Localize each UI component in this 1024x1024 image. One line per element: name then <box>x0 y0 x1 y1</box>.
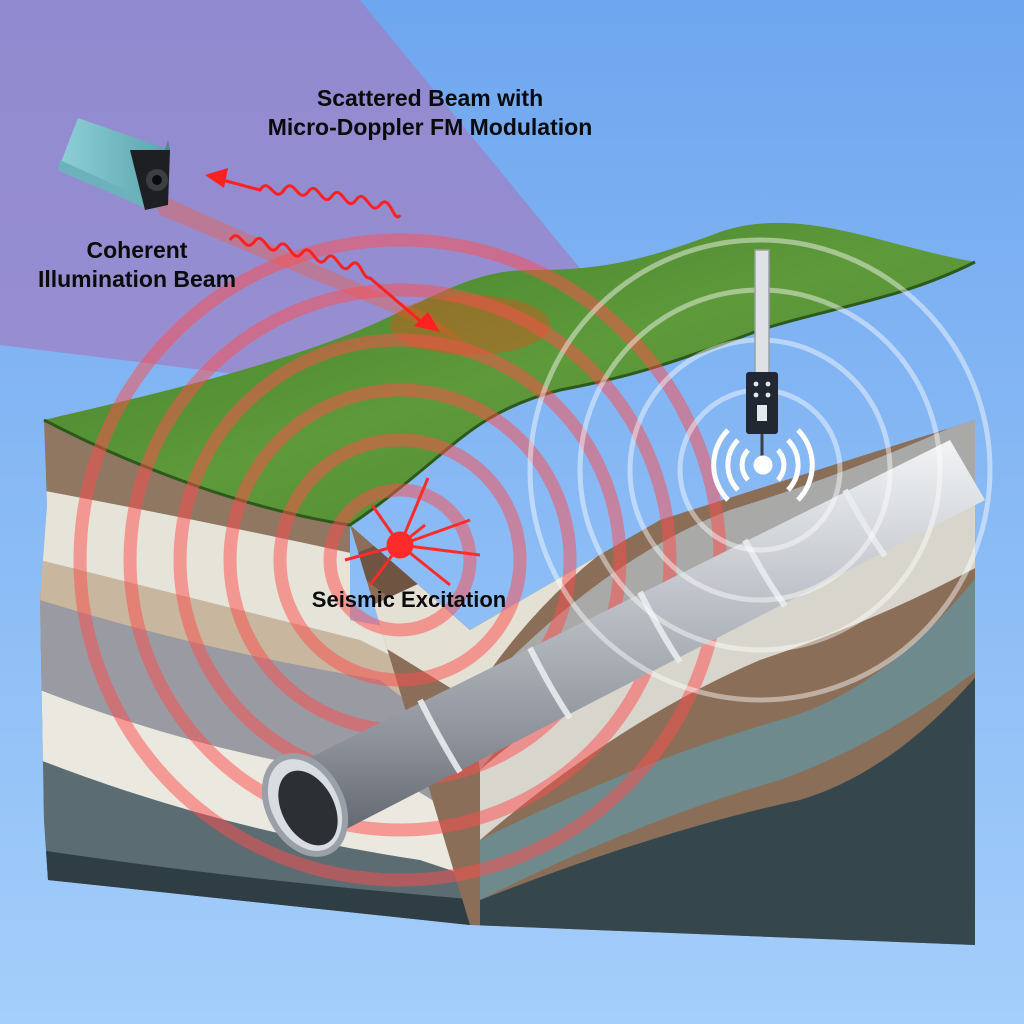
illumination-beam <box>150 190 470 345</box>
scattered-beam-label-line1: Scattered Beam with <box>316 85 544 111</box>
scattered-beam-label-line2: Micro-Doppler FM Modulation <box>267 113 593 140</box>
scattered-beam-label: Scattered Beam with Micro-Doppler FM Mod… <box>215 84 645 142</box>
pipeline <box>261 440 985 857</box>
seismic-excitation-label: Seismic Excitation <box>311 587 507 612</box>
wireless-signal-icon <box>711 428 815 502</box>
coherent-beam-label-line2: Illumination Beam <box>37 265 237 292</box>
illumination-beam-wave <box>228 234 440 332</box>
scattered-beam-wave <box>205 168 402 219</box>
geophone-sensor-icon <box>746 249 778 460</box>
seismic-burst-icon <box>344 477 481 587</box>
coherent-beam-label-line1: Coherent <box>86 237 188 263</box>
seismic-wave-rings <box>73 233 727 887</box>
laser-scanner-icon <box>58 118 170 210</box>
coherent-beam-label: Coherent Illumination Beam <box>2 236 272 294</box>
